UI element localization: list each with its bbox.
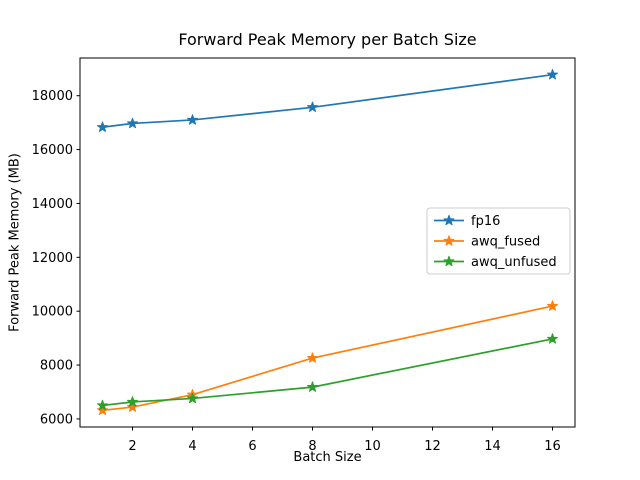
series-marker-awq_unfused	[97, 399, 108, 411]
series-marker-awq_fused	[97, 404, 108, 416]
x-tick-label: 16	[544, 439, 561, 454]
series-marker-fp16	[307, 101, 318, 112]
y-tick-label: 10000	[32, 305, 73, 320]
series-marker-awq_unfused	[547, 333, 558, 344]
x-tick-label: 6	[248, 439, 256, 454]
legend-label: awq_unfused	[471, 255, 557, 270]
x-tick-label: 14	[484, 439, 501, 454]
y-tick-label: 14000	[32, 197, 73, 212]
x-tick-label: 8	[308, 439, 316, 454]
series-marker-fp16	[97, 121, 108, 132]
legend-swatch-marker	[443, 235, 455, 246]
y-axis-label: Forward Peak Memory (MB)	[7, 153, 23, 332]
series-marker-fp16	[127, 117, 138, 129]
x-axis-label: Batch Size	[293, 450, 362, 465]
x-tick-label: 10	[364, 439, 381, 454]
chart-title: Forward Peak Memory per Batch Size	[178, 30, 477, 49]
legend-box	[426, 207, 571, 275]
x-tick-label: 12	[424, 439, 441, 454]
y-tick-label: 18000	[32, 89, 73, 104]
y-tick-label: 12000	[32, 251, 73, 266]
legend-label: awq_fused	[471, 235, 540, 250]
series-marker-awq_unfused	[127, 396, 138, 407]
legend-swatch-marker	[443, 255, 455, 267]
series-marker-awq_fused	[127, 401, 138, 412]
plot-frame	[79, 57, 576, 428]
series-marker-awq_unfused	[307, 381, 318, 392]
y-tick-label: 8000	[40, 359, 73, 374]
x-tick-label: 4	[188, 439, 196, 454]
series-marker-fp16	[187, 114, 198, 125]
series-marker-fp16	[547, 69, 558, 80]
y-tick-label: 16000	[32, 143, 73, 158]
y-tick-label: 6000	[40, 412, 73, 427]
legend-label: fp16	[471, 214, 500, 229]
legend-swatch-marker	[443, 214, 455, 226]
x-tick-label: 2	[128, 439, 136, 454]
series-marker-awq_fused	[307, 352, 318, 363]
series-marker-awq_unfused	[187, 392, 198, 404]
series-marker-awq_fused	[547, 300, 558, 311]
